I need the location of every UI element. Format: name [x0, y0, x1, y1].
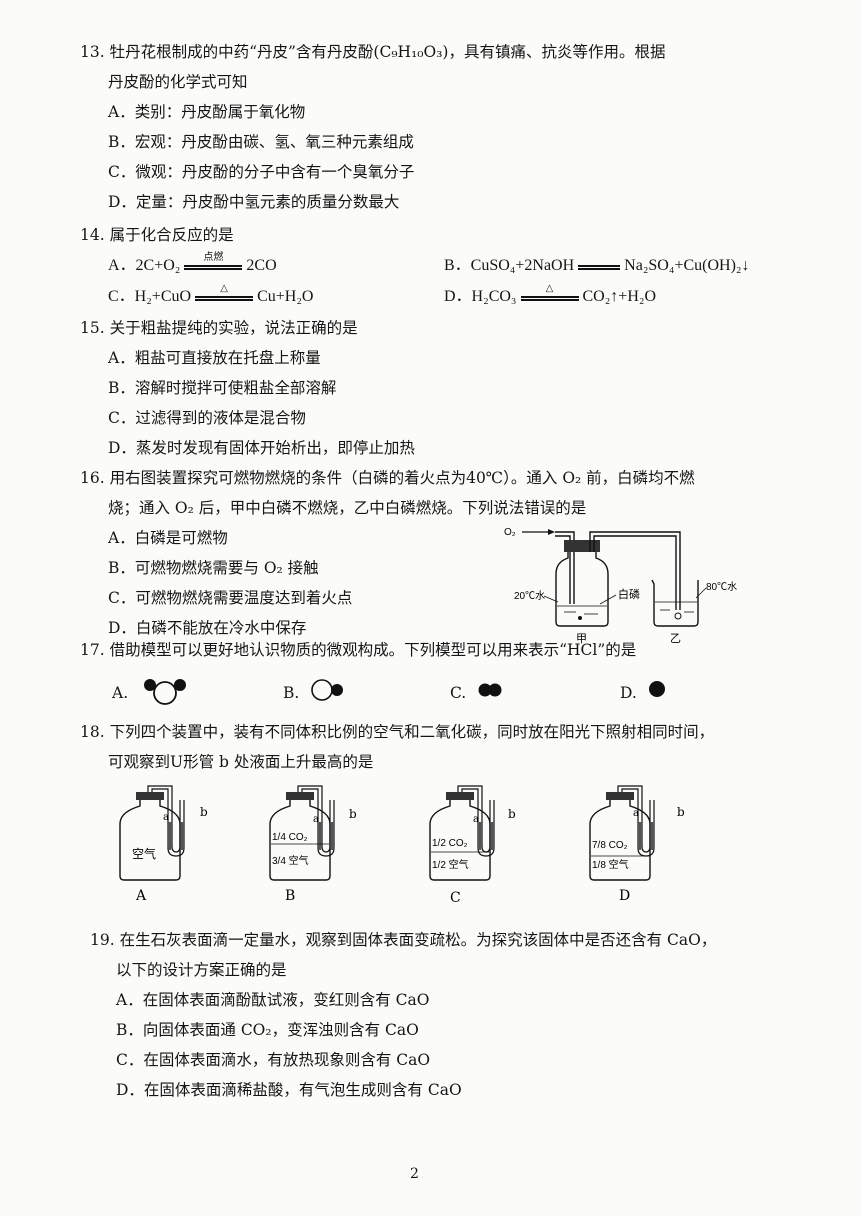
bottle-b-label: B — [285, 888, 295, 904]
combustion-apparatus-figure: O₂ 20℃水 白磷 80℃水 甲 乙 — [504, 527, 737, 645]
u-tube-apparatus-figure: a b a b a b a b 空气 1/4 CO₂ 3/4 空气 1/2 CO… — [119, 785, 685, 906]
q14-option-d: D．H₂CO₃ △ CO₂↑+H₂O — [444, 283, 657, 307]
label-a-4: a — [633, 808, 639, 819]
q14-option-c: C．H₂+CuO △ Cu+H₂O — [108, 283, 314, 307]
bottle-c-top: 1/2 CO₂ — [432, 838, 468, 849]
q16-stem-line1: 16. 用右图装置探究可燃物燃烧的条件（白磷的着火点为40℃）。通入 O₂ 前，… — [80, 469, 695, 487]
q17-label-a: A. — [112, 684, 129, 702]
yi-label: 乙 — [670, 632, 681, 645]
rubber-stopper — [564, 540, 600, 552]
molecule-model-c-icon — [478, 683, 502, 697]
q13-option-d: D．定量：丹皮酚中氢元素的质量分数最大 — [108, 193, 400, 211]
bottle-a-label: A — [135, 888, 147, 904]
beaker-yi — [651, 579, 699, 627]
q19-stem-line2: 以下的设计方案正确的是 — [116, 961, 287, 979]
label-b-3: b — [508, 807, 516, 821]
q18-stem-line1: 18. 下列四个装置中，装有不同体积比例的空气和二氧化碳，同时放在阳光下照射相同… — [80, 723, 715, 741]
q13-option-a: A．类别：丹皮酚属于氧化物 — [108, 103, 306, 121]
q17-label-b: B. — [283, 684, 300, 702]
label-b-2: b — [349, 807, 357, 821]
o2-label: O₂ — [504, 527, 516, 538]
molecule-model-d-icon — [649, 681, 665, 697]
jar-jia — [555, 552, 609, 627]
q13-stem-line1: 13. 牡丹花根制成的中药“丹皮”含有丹皮酚(C₉H₁₀O₃)，具有镇痛、抗炎等… — [80, 43, 666, 61]
q14-c-left: C．H₂+CuO — [108, 288, 192, 305]
q14-d-condition: △ — [545, 283, 554, 295]
q15-option-a: A．粗盐可直接放在托盘上称量 — [108, 349, 321, 367]
bottle-a — [119, 785, 185, 881]
q19-option-d: D．在固体表面滴稀盐酸，有气泡生成则含有 CaO — [116, 1081, 462, 1099]
q13-option-b: B．宏观：丹皮酚由碳、氢、氧三种元素组成 — [108, 133, 414, 151]
bottle-d-bottom: 1/8 空气 — [592, 858, 629, 871]
equation-arrow: △ — [195, 283, 254, 307]
q14-a-left: A．2C+O₂ — [108, 257, 181, 274]
q19-stem-line1: 19. 在生石灰表面滴一定量水，观察到固体表面变疏松。为探究该固体中是否还含有 … — [90, 931, 717, 949]
q17-stem: 17. 借助模型可以更好地认识物质的微观构成。下列模型可以用来表示“HCl”的是 — [80, 641, 637, 659]
equation-arrow — [578, 256, 621, 276]
q14-b-left: B．CuSO₄+2NaOH — [444, 257, 575, 274]
q17-label-d: D. — [620, 684, 637, 702]
q15-option-c: C．过滤得到的液体是混合物 — [108, 409, 306, 427]
q14-option-b: B．CuSO₄+2NaOH Na₂SO₄+Cu(OH)₂↓ — [444, 256, 749, 276]
equation-arrow: △ — [520, 283, 579, 307]
q16-option-c: C．可燃物燃烧需要温度达到着火点 — [108, 589, 353, 607]
water-80-label: 80℃水 — [706, 581, 737, 593]
label-a-1: a — [163, 812, 169, 823]
q16-option-d: D．白磷不能放在冷水中保存 — [108, 619, 307, 637]
q14-a-condition: 点燃 — [203, 252, 224, 264]
bottle-d-label: D — [619, 888, 630, 904]
bottle-c-bottom: 1/2 空气 — [432, 858, 469, 871]
q19-option-b: B．向固体表面通 CO₂，变浑浊则含有 CaO — [116, 1021, 419, 1039]
bottle-d-top: 7/8 CO₂ — [592, 840, 628, 851]
equation-arrow: 点燃 — [184, 252, 243, 276]
q13-stem-line2: 丹皮酚的化学式可知 — [108, 73, 248, 91]
label-a-2: a — [313, 814, 319, 825]
q19-option-a: A．在固体表面滴酚酞试液，变红则含有 CaO — [116, 991, 430, 1009]
q19-option-c: C．在固体表面滴水，有放热现象则含有 CaO — [116, 1051, 431, 1069]
q16-option-a: A．白磷是可燃物 — [108, 529, 228, 547]
molecule-model-a-icon — [144, 679, 186, 705]
q14-option-a: A．2C+O₂ 点燃 2CO — [108, 252, 277, 276]
q14-c-condition: △ — [220, 283, 228, 295]
q16-stem-line2: 烧；通入 O₂ 后，甲中白磷不燃烧，乙中白磷燃烧。下列说法错误的是 — [108, 499, 587, 517]
bottle-b-top: 1/4 CO₂ — [272, 832, 308, 843]
q13-option-c: C．微观：丹皮酚的分子中含有一个臭氧分子 — [108, 163, 415, 181]
white-phosphorus-label: 白磷 — [618, 587, 640, 601]
q15-stem: 15. 关于粗盐提纯的实验，说法正确的是 — [80, 319, 358, 337]
q14-c-right: Cu+H₂O — [257, 288, 314, 305]
q14-d-right: CO₂↑+H₂O — [582, 288, 657, 305]
bottle-a-content: 空气 — [132, 846, 156, 861]
q14-d-left: D．H₂CO₃ — [444, 288, 517, 305]
water-20-label: 20℃水 — [514, 590, 545, 602]
molecule-model-b-icon — [311, 679, 343, 701]
page-number: 2 — [410, 1166, 419, 1182]
jia-label: 甲 — [576, 633, 587, 645]
label-b-4: b — [677, 805, 685, 819]
q17-label-c: C. — [450, 684, 467, 702]
bottle-b-bottom: 3/4 空气 — [272, 854, 309, 867]
q14-a-right: 2CO — [246, 257, 277, 274]
q16-option-b: B．可燃物燃烧需要与 O₂ 接触 — [108, 559, 319, 577]
label-b-1: b — [200, 805, 208, 819]
q15-option-b: B．溶解时搅拌可使粗盐全部溶解 — [108, 379, 337, 397]
q18-stem-line2: 可观察到U形管 b 处液面上升最高的是 — [108, 753, 374, 771]
label-a-3: a — [473, 814, 479, 825]
bottle-c-label: C — [450, 890, 461, 906]
q15-option-d: D．蒸发时发现有固体开始析出，即停止加热 — [108, 439, 415, 457]
q14-b-right: Na₂SO₄+Cu(OH)₂↓ — [624, 257, 750, 274]
q14-stem: 14. 属于化合反应的是 — [80, 226, 234, 244]
